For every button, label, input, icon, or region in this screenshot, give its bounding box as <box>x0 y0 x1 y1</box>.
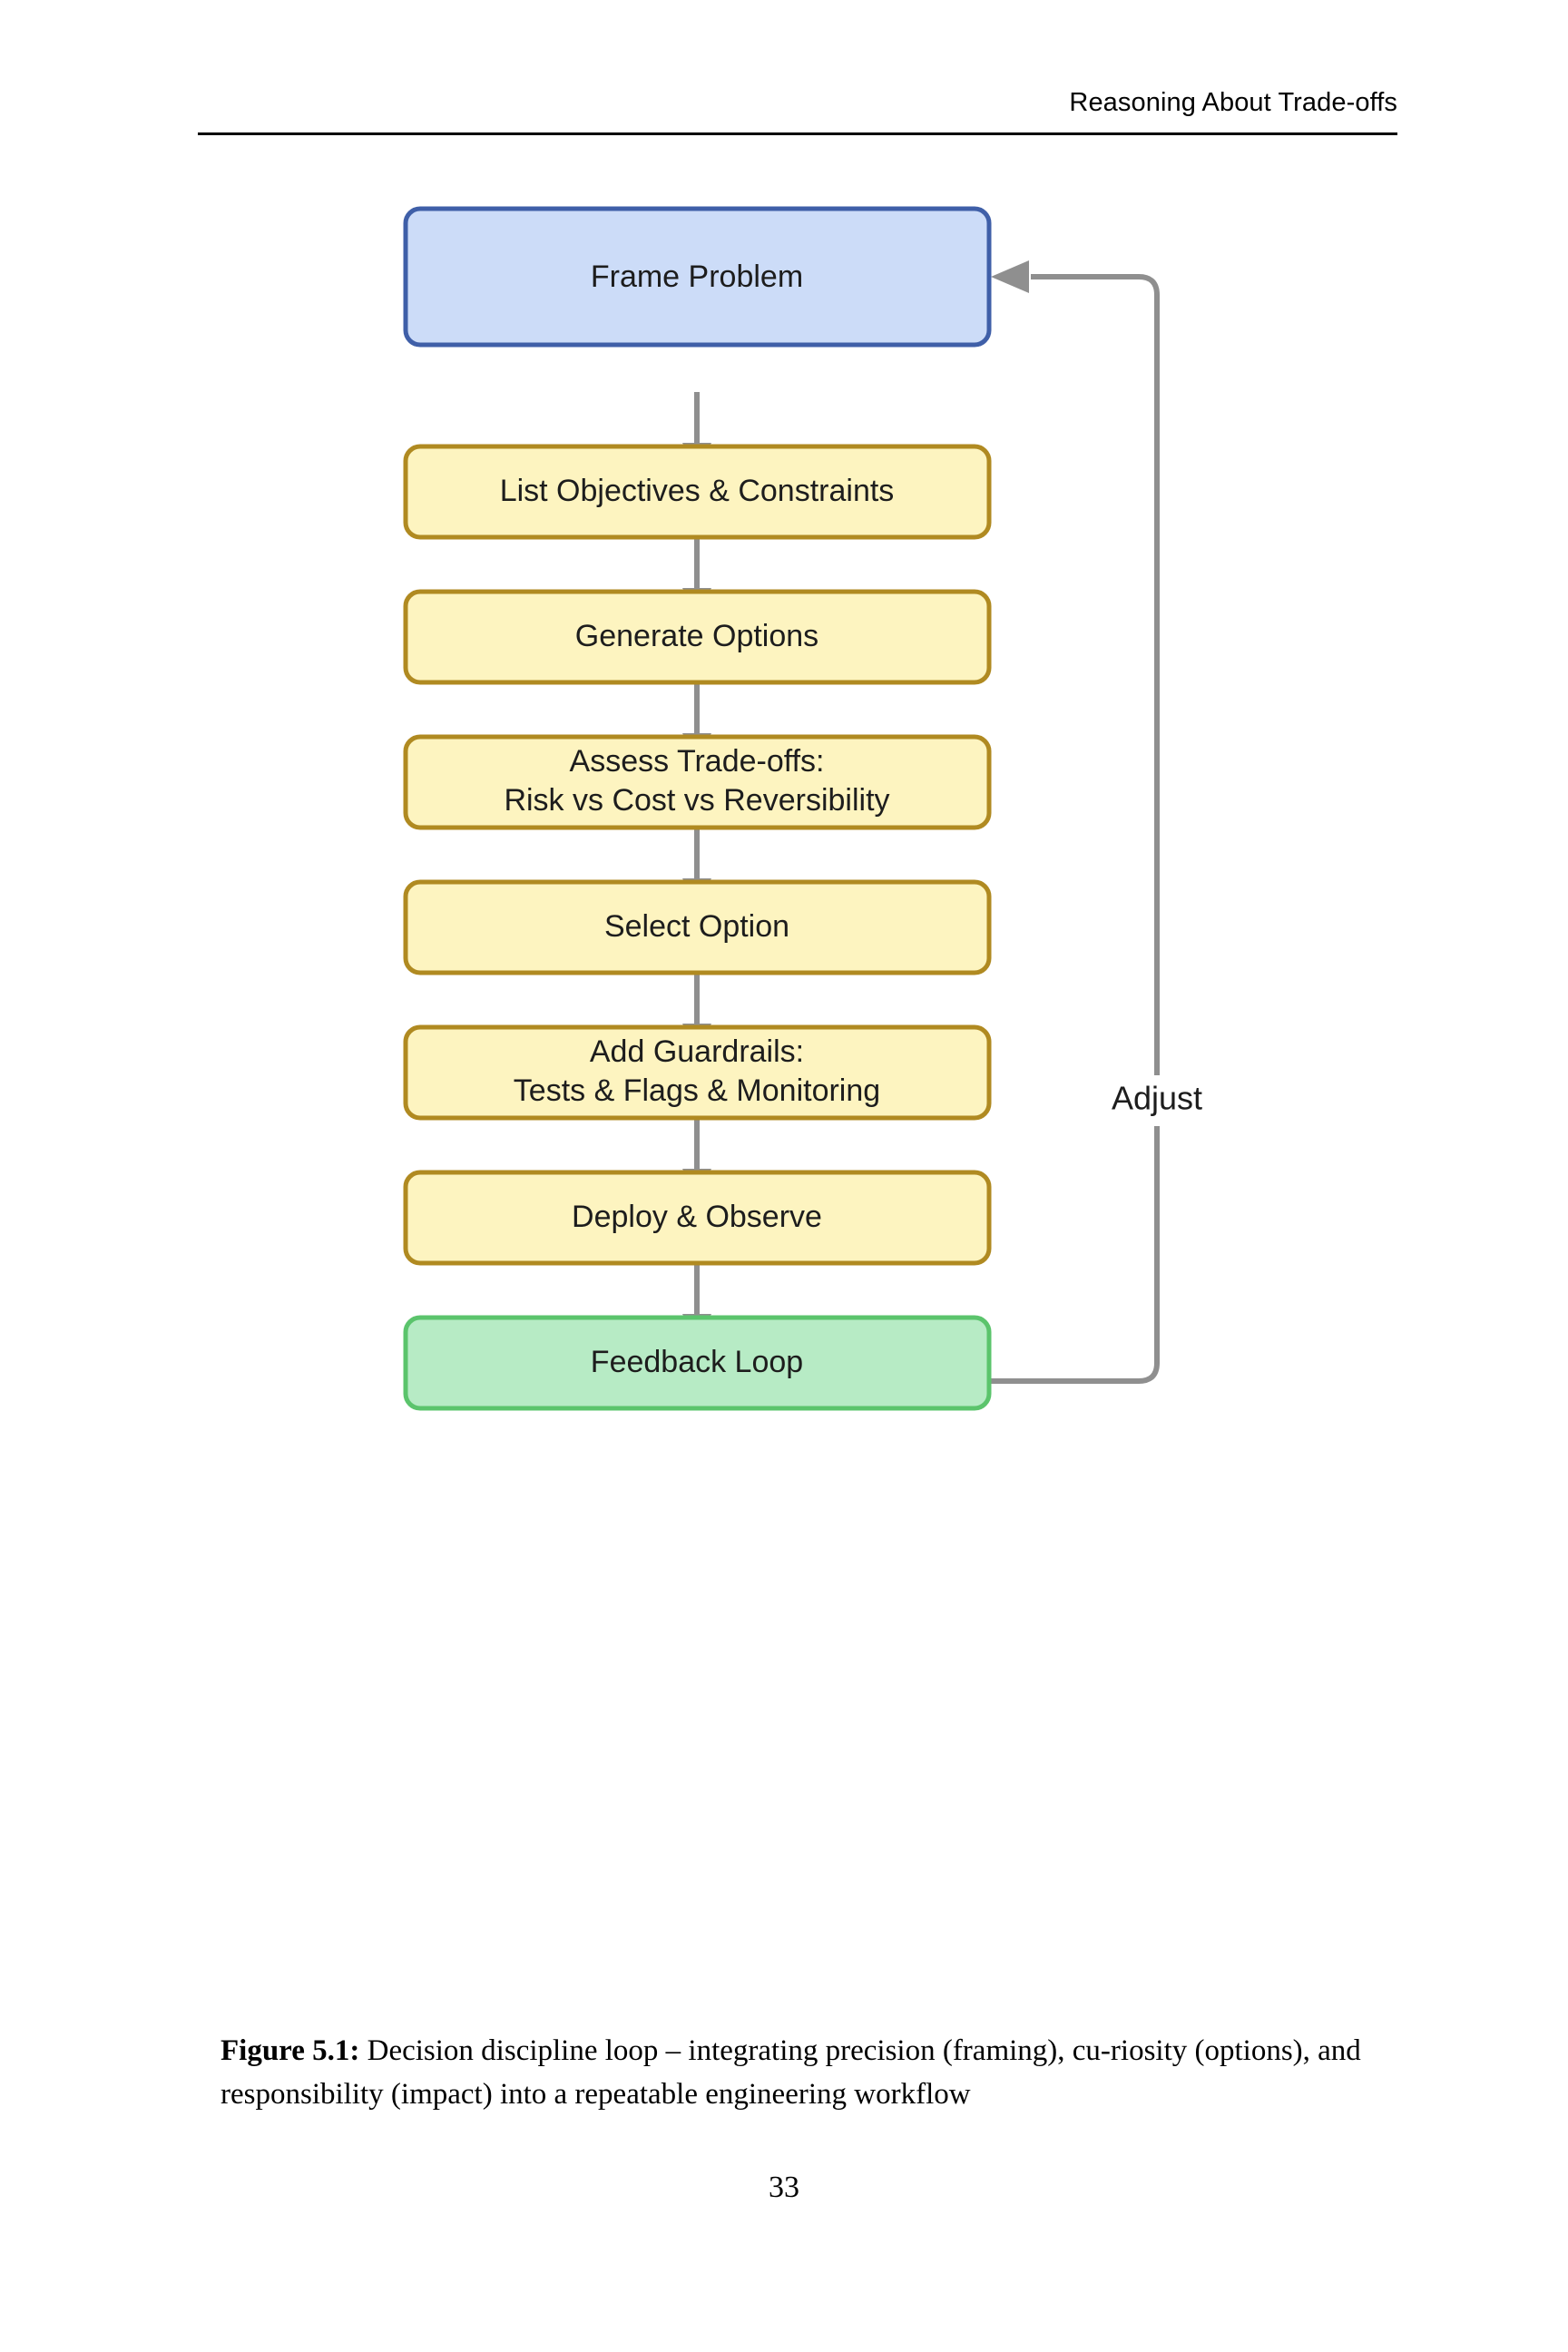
adjust-label-backdrop <box>1084 1075 1230 1126</box>
node-generate-options-label: Generate Options <box>575 619 818 653</box>
node-feedback-loop-shape[interactable] <box>403 1315 992 1411</box>
node-add-guardrails-label-line1: Add Guardrails: <box>590 1034 804 1069</box>
node-add-guardrails[interactable]: Add Guardrails: Tests & Flags & Monitori… <box>403 1024 992 1121</box>
header-rule <box>198 132 1397 135</box>
node-frame-problem[interactable]: Frame Problem <box>403 206 992 348</box>
page-number: 33 <box>769 2171 799 2204</box>
node-frame-problem-label: Frame Problem <box>591 260 803 294</box>
flowchart-canvas: Adjust Frame Problem List Objectives & C… <box>403 206 1230 1411</box>
node-select-option-label: Select Option <box>604 909 789 944</box>
node-assess-tradeoffs[interactable]: Assess Trade-offs: Risk vs Cost vs Rever… <box>403 734 992 830</box>
adjust-edge-arrowhead <box>991 260 1029 293</box>
node-list-objectives-label: List Objectives & Constraints <box>500 474 895 508</box>
node-deploy-observe-label: Deploy & Observe <box>572 1200 822 1234</box>
node-assess-tradeoffs-label-line1: Assess Trade-offs: <box>570 744 825 779</box>
adjust-edge-label: Adjust <box>1112 1080 1202 1117</box>
node-add-guardrails-shape[interactable] <box>403 1024 992 1121</box>
node-frame-problem-shape[interactable] <box>403 206 992 348</box>
figure-flowchart: Adjust Frame Problem List Objectives & C… <box>0 181 1568 2014</box>
node-list-objectives-shape[interactable] <box>403 444 992 540</box>
node-assess-tradeoffs-label-line2: Risk vs Cost vs Reversibility <box>504 783 889 818</box>
node-select-option[interactable]: Select Option <box>403 879 992 975</box>
node-feedback-loop[interactable]: Feedback Loop <box>403 1315 992 1411</box>
node-assess-tradeoffs-shape[interactable] <box>403 734 992 830</box>
figure-caption: Figure 5.1: Decision discipline loop – i… <box>220 2029 1400 2116</box>
node-select-option-shape[interactable] <box>403 879 992 975</box>
node-add-guardrails-label-line2: Tests & Flags & Monitoring <box>514 1073 880 1108</box>
node-deploy-observe-shape[interactable] <box>403 1170 992 1266</box>
node-generate-options-shape[interactable] <box>403 589 992 685</box>
feedback-adjust-edge: Adjust <box>989 260 1230 1384</box>
figure-caption-text: Decision discipline loop – integrating p… <box>220 2034 1361 2111</box>
running-header-title: Reasoning About Trade-offs <box>1069 88 1397 117</box>
node-generate-options[interactable]: Generate Options <box>403 589 992 685</box>
node-feedback-loop-label: Feedback Loop <box>591 1345 803 1379</box>
adjust-edge-path <box>989 274 1160 1384</box>
node-deploy-observe[interactable]: Deploy & Observe <box>403 1170 992 1266</box>
figure-caption-label: Figure 5.1: <box>220 2034 360 2067</box>
page-header: Reasoning About Trade-offs <box>198 87 1397 138</box>
node-list-objectives[interactable]: List Objectives & Constraints <box>403 444 992 540</box>
